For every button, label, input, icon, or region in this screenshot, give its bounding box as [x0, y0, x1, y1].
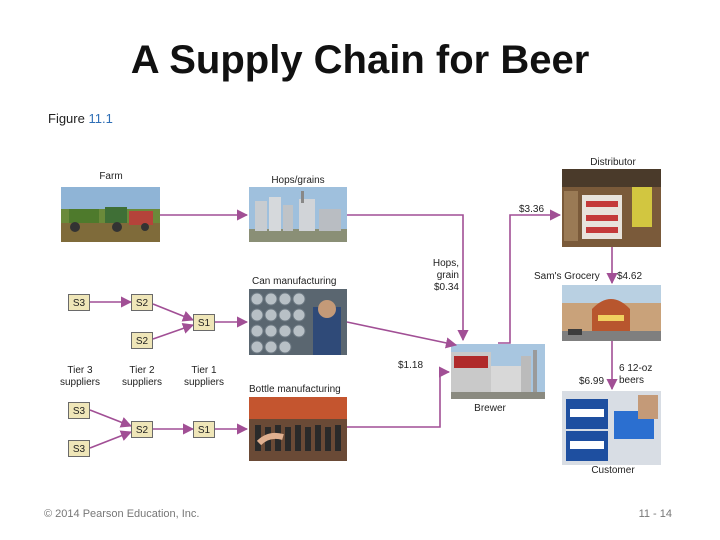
supplier-s2-top: S2: [131, 294, 153, 311]
hops-label-line2: grain: [404, 270, 459, 282]
arrow-can-to-brewer: [347, 322, 456, 345]
hops-price: $0.34: [404, 282, 459, 294]
tier3-line2: suppliers: [52, 377, 108, 389]
tier1-label: Tier 1 suppliers: [176, 365, 232, 389]
supplier-s1-top: S1: [193, 314, 215, 331]
beer-unit-line1: 6 12-oz: [619, 363, 652, 375]
customer-label: Customer: [578, 465, 648, 477]
supplier-s3-bottom-2: S3: [68, 440, 90, 457]
tier2-line2: suppliers: [114, 377, 170, 389]
supplier-s3-top: S3: [68, 294, 90, 311]
page-number: 11 - 14: [639, 508, 672, 520]
distributor-label: Distributor: [578, 157, 648, 169]
copyright-notice: © 2014 Pearson Education, Inc.: [44, 508, 199, 520]
tier3-line1: Tier 3: [52, 365, 108, 377]
tier2-label: Tier 2 suppliers: [114, 365, 170, 389]
farm-label: Farm: [81, 171, 141, 183]
tier1-line2: suppliers: [176, 377, 232, 389]
supplier-s2-mid: S2: [131, 332, 153, 349]
brewer-price: $1.18: [398, 360, 423, 372]
supplier-s3-bottom-1: S3: [68, 402, 90, 419]
hops-grain-price-label: Hops, grain $0.34: [404, 258, 459, 294]
beer-unit-line2: beers: [619, 375, 652, 387]
bottle-manufacturing-label: Bottle manufacturing: [249, 384, 341, 396]
hops-label-line1: Hops,: [404, 258, 459, 270]
arrow-s2mid-to-s1-top: [153, 325, 193, 339]
tier1-line1: Tier 1: [176, 365, 232, 377]
customer-price: $6.99: [579, 376, 604, 388]
supplier-s1-bottom: S1: [193, 421, 215, 438]
tier2-line1: Tier 2: [114, 365, 170, 377]
can-manufacturing-label: Can manufacturing: [252, 276, 337, 288]
supplier-s2-bottom: S2: [131, 421, 153, 438]
arrow-s3b2-to-s2-bot: [90, 432, 131, 448]
arrow-bottle-to-brewer: [347, 372, 449, 427]
tier3-label: Tier 3 suppliers: [52, 365, 108, 389]
brewer-label: Brewer: [460, 403, 520, 415]
beer-unit-label: 6 12-oz beers: [619, 363, 652, 387]
hops-grains-label: Hops/grains: [258, 175, 338, 187]
grocery-price: $4.62: [617, 271, 642, 283]
arrow-s2-to-s1-top: [153, 304, 193, 320]
distributor-price: $3.36: [519, 204, 544, 216]
arrow-s3b1-to-s2-bot: [90, 410, 131, 426]
sams-grocery-label: Sam's Grocery: [534, 271, 600, 283]
